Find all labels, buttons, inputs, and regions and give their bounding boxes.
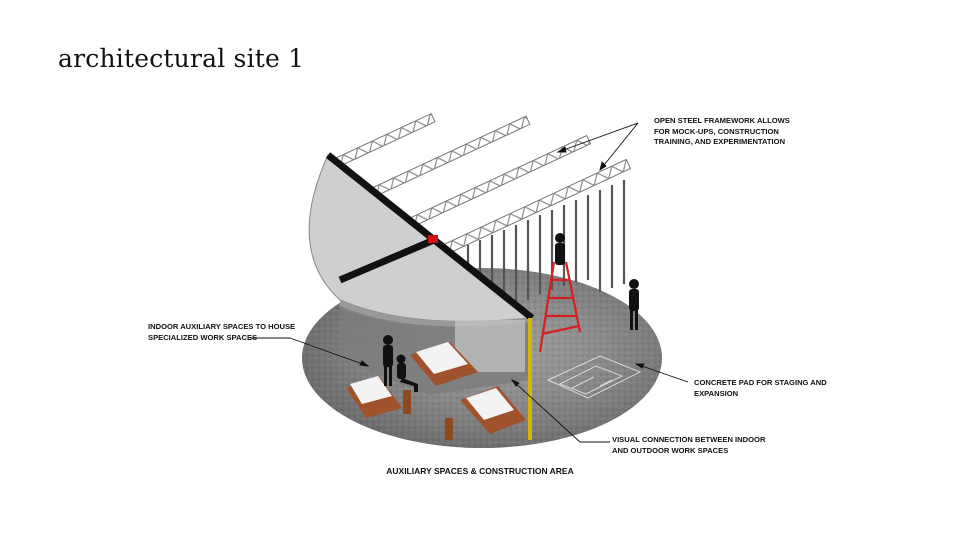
annotation-line: CONCRETE PAD FOR STAGING AND — [694, 378, 827, 387]
annotation-line: AND OUTDOOR WORK SPACES — [612, 445, 729, 455]
annotation-leader-lines — [250, 122, 689, 443]
annotation-line: INDOOR AUXILIARY SPACES TO HOUSE — [148, 322, 296, 331]
annotation-concrete-pad: CONCRETE PAD FOR STAGING AND EXPANSION — [694, 378, 827, 399]
person-on-ladder — [555, 233, 565, 265]
annotation-visual-connection: VISUAL CONNECTION BETWEEN INDOOR AND OUT… — [612, 435, 765, 456]
red-ladder — [538, 261, 582, 353]
annotation-line: VISUAL CONNECTION BETWEEN INDOOR — [612, 435, 766, 444]
annotation-indoor-spaces: INDOOR AUXILIARY SPACES TO HOUSE SPECIAL… — [148, 322, 295, 343]
page-title: architectural site 1 — [58, 44, 305, 73]
diagram-caption: AUXILIARY SPACES & CONSTRUCTION AREA — [386, 466, 574, 476]
work-tables — [346, 342, 526, 440]
annotation-line: TRAINING, AND EXPERIMENTATION — [654, 137, 786, 146]
beam-joint-marker — [428, 235, 438, 243]
person-standing-outdoor — [629, 279, 639, 330]
person-seated-indoor — [396, 354, 418, 392]
annotation-steel-framework: OPEN STEEL FRAMEWORK ALLOWS FOR MOCK-UPS… — [654, 116, 790, 148]
annotation-line: FOR MOCK-UPS, CONSTRUCTION — [654, 126, 779, 136]
annotation-line: SPECIALIZED WORK SPACES — [148, 332, 258, 342]
annotation-line: OPEN STEEL FRAMEWORK ALLOWS — [654, 116, 790, 125]
annotation-line: EXPANSION — [694, 388, 739, 398]
person-standing-indoor — [383, 335, 393, 386]
people-silhouettes — [383, 233, 639, 392]
floor-plan-sketch — [546, 355, 642, 399]
